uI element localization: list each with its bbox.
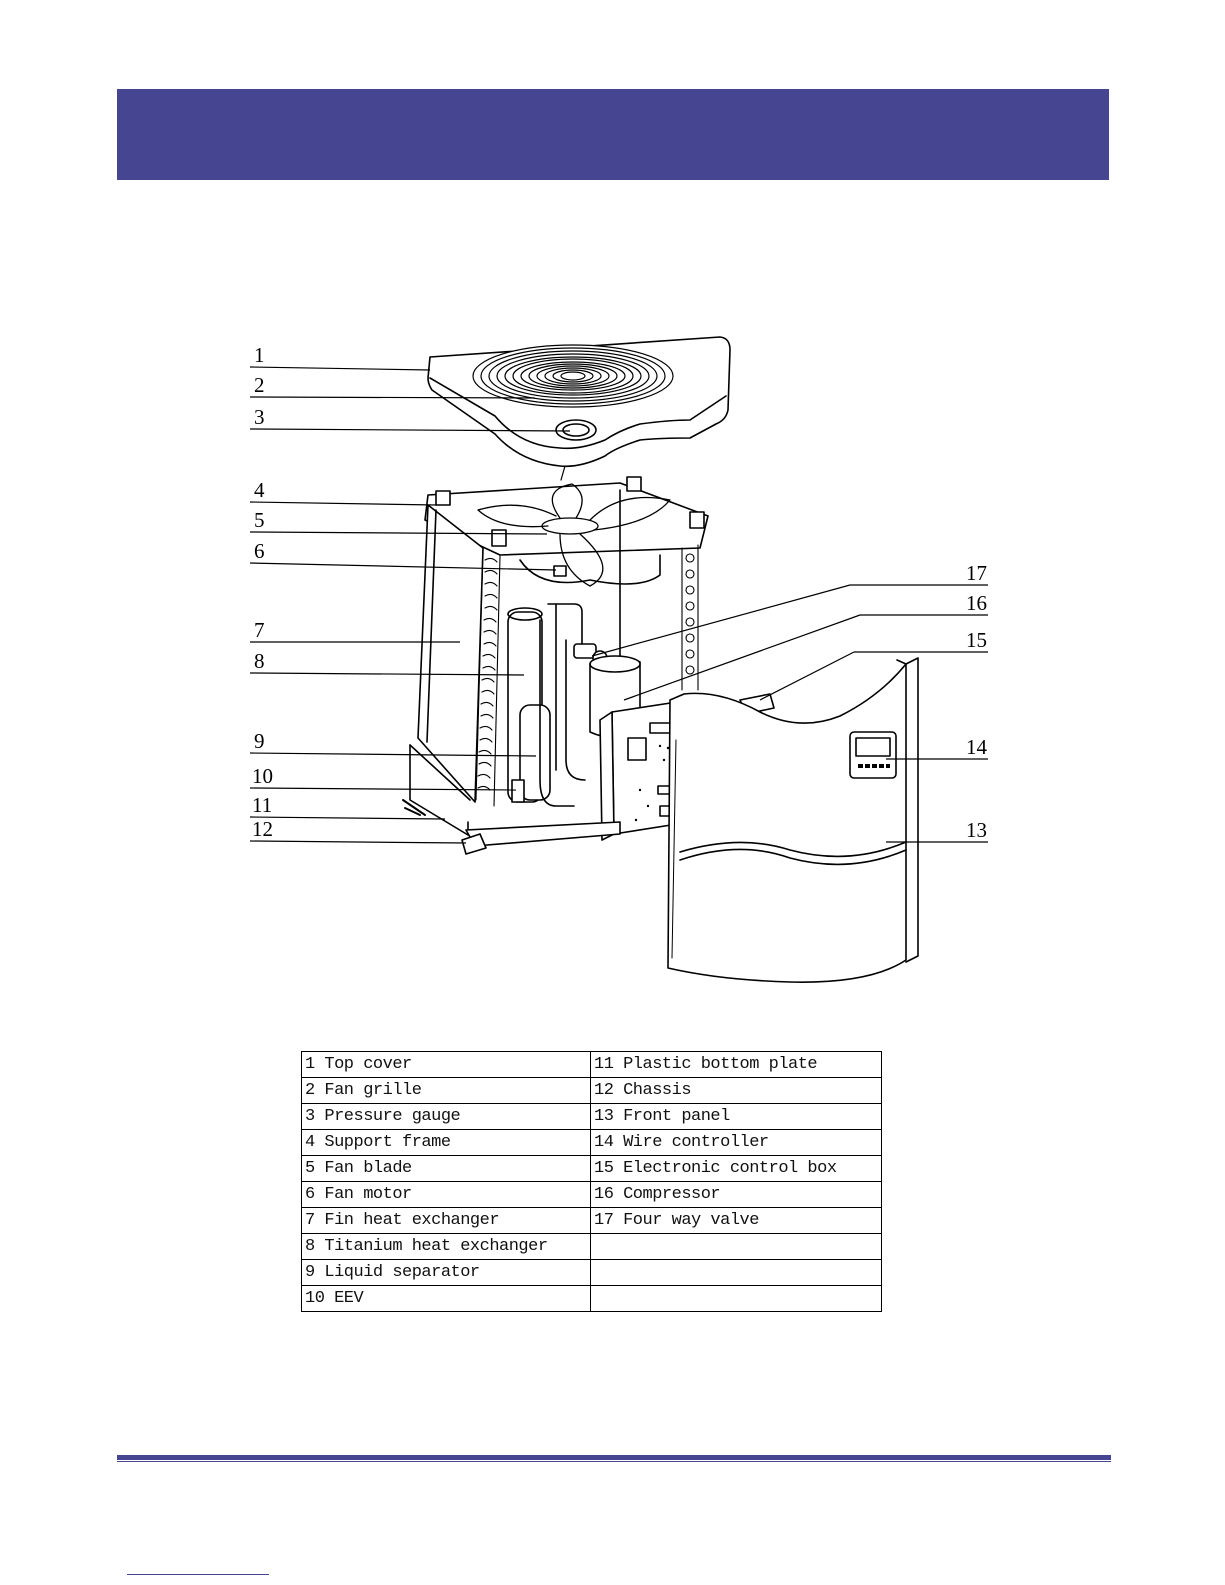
callout-13: 13 — [966, 818, 987, 842]
table-cell-right: 11 Plastic bottom plate — [590, 1051, 882, 1078]
pressure-gauge-icon — [555, 419, 597, 441]
callout-6: 6 — [254, 539, 265, 563]
callout-8: 8 — [254, 649, 265, 673]
parts-table: 1 Top cover 11 Plastic bottom plate 2 Fa… — [301, 1051, 882, 1312]
table-row: 10 EEV — [301, 1285, 882, 1312]
table-row: 6 Fan motor 16 Compressor — [301, 1181, 882, 1208]
callout-5: 5 — [254, 508, 265, 532]
callout-3: 3 — [254, 405, 265, 429]
table-row: 2 Fan grille 12 Chassis — [301, 1077, 882, 1104]
callout-9: 9 — [254, 729, 265, 753]
table-cell-left: 5 Fan blade — [301, 1155, 591, 1182]
callout-17: 17 — [966, 561, 987, 585]
liquid-separator — [519, 704, 551, 801]
front-panel — [667, 657, 919, 983]
table-cell-left: 4 Support frame — [301, 1129, 591, 1156]
coil-right — [681, 544, 699, 691]
table-cell-left: 9 Liquid separator — [301, 1259, 591, 1286]
table-row: 5 Fan blade 15 Electronic control box — [301, 1155, 882, 1182]
exploded-view-diagram: 1 2 3 4 5 6 7 8 9 10 11 12 13 14 15 16 1… — [249, 336, 988, 983]
table-cell-left: 8 Titanium heat exchanger — [301, 1233, 591, 1260]
wire-controller-icon — [849, 731, 897, 779]
table-cell-right — [590, 1285, 882, 1312]
footer-rule — [117, 1455, 1111, 1460]
chassis — [465, 821, 621, 847]
table-cell-left: 10 EEV — [301, 1285, 591, 1312]
table-row: 9 Liquid separator — [301, 1259, 882, 1286]
callout-1: 1 — [254, 343, 265, 367]
callout-4: 4 — [254, 478, 265, 502]
callout-12: 12 — [252, 817, 273, 841]
table-cell-right: 12 Chassis — [590, 1077, 882, 1104]
table-cell-right: 16 Compressor — [590, 1181, 882, 1208]
callout-11: 11 — [252, 793, 272, 817]
table-cell-left: 2 Fan grille — [301, 1077, 591, 1104]
callout-10: 10 — [252, 764, 273, 788]
header-band — [117, 89, 1109, 180]
callout-16: 16 — [966, 591, 987, 615]
footer-rule-thin — [117, 1461, 1111, 1462]
table-row: 3 Pressure gauge 13 Front panel — [301, 1103, 882, 1130]
fan-grille-icon — [472, 344, 674, 408]
table-row: 4 Support frame 14 Wire controller — [301, 1129, 882, 1156]
eev-icon — [511, 779, 525, 803]
coil-left — [475, 547, 501, 807]
table-cell-right: 17 Four way valve — [590, 1207, 882, 1234]
table-cell-left: 1 Top cover — [301, 1051, 591, 1078]
callout-7: 7 — [254, 618, 265, 642]
table-cell-right: 15 Electronic control box — [590, 1155, 882, 1182]
callout-14: 14 — [966, 735, 988, 759]
footer-link-underline — [127, 1574, 269, 1575]
table-row: 8 Titanium heat exchanger — [301, 1233, 882, 1260]
fan-blade-icon — [477, 483, 671, 587]
table-cell-right: 14 Wire controller — [590, 1129, 882, 1156]
callout-15: 15 — [966, 628, 987, 652]
fan-motor-icon — [553, 565, 567, 577]
callout-2: 2 — [254, 373, 265, 397]
table-cell-left: 3 Pressure gauge — [301, 1103, 591, 1130]
table-row: 7 Fin heat exchanger 17 Four way valve — [301, 1207, 882, 1234]
table-cell-right — [590, 1233, 882, 1260]
fin-heat-exchanger — [417, 504, 484, 803]
table-cell-right — [590, 1259, 882, 1286]
table-cell-left: 6 Fan motor — [301, 1181, 591, 1208]
table-cell-left: 7 Fin heat exchanger — [301, 1207, 591, 1234]
table-cell-right: 13 Front panel — [590, 1103, 882, 1130]
table-row: 1 Top cover 11 Plastic bottom plate — [301, 1051, 882, 1078]
